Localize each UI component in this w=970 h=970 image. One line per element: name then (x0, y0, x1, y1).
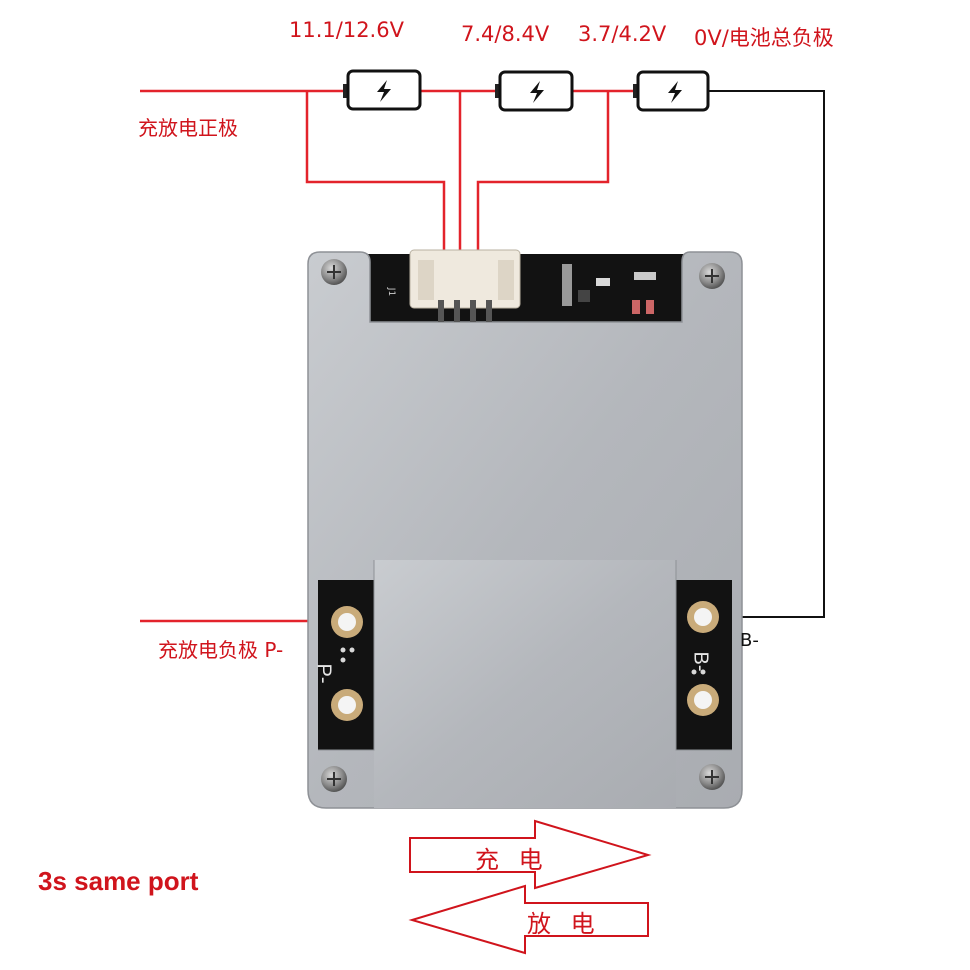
battery-cell-1-icon (633, 70, 710, 112)
charge-label: 充 电 (475, 846, 549, 874)
bms-board (307, 249, 743, 809)
silk-p-minus: P- (312, 663, 335, 684)
label-positive-terminal: 充放电正极 (138, 116, 238, 140)
label-negative-terminal: 充放电负极 P- (158, 638, 284, 662)
discharge-arrow-icon (408, 884, 649, 955)
footer-title: 3s same port (38, 866, 199, 896)
label-cell1-voltage: 3.7/4.2V (578, 22, 667, 46)
screw-bottom-left (321, 766, 347, 792)
screw-top-left (321, 259, 347, 285)
silk-j1: J1 (386, 287, 397, 297)
balance-connector (409, 249, 521, 322)
label-b-minus: B- (740, 630, 759, 651)
label-zero-volt: 0V/电池总负极 (694, 26, 834, 50)
battery-cell-3-icon (343, 69, 422, 111)
battery-cell-2-icon (495, 70, 574, 112)
screw-top-right (699, 263, 725, 289)
discharge-label: 放 电 (527, 910, 601, 938)
screw-bottom-right (699, 764, 725, 790)
charge-arrow-icon (409, 819, 652, 890)
label-total-voltage: 11.1/12.6V (289, 18, 404, 42)
silk-b-minus: B- (689, 651, 712, 672)
b-minus-wire (708, 90, 825, 618)
label-cell2-voltage: 7.4/8.4V (461, 22, 550, 46)
balance-wiring (140, 89, 636, 623)
